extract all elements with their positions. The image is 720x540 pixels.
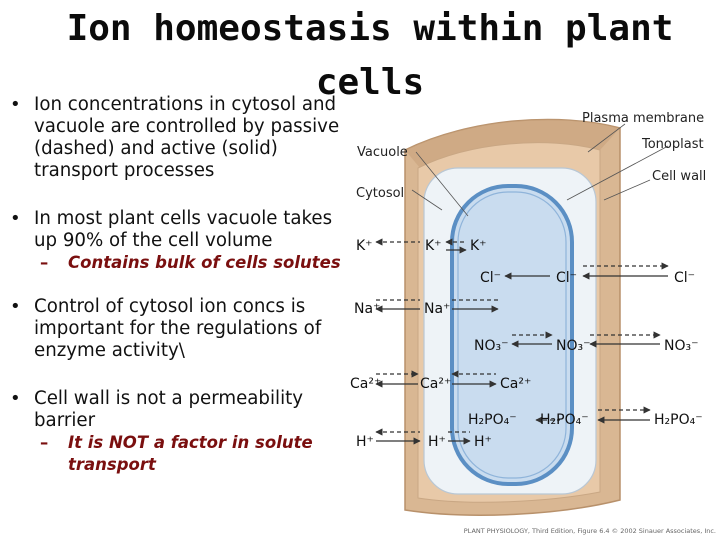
bullet-3: • Control of cytosol ion concs is import… [8, 296, 352, 362]
k-outside-label: K⁺ [356, 238, 373, 254]
ca-outside-label: Ca²⁺ [350, 376, 381, 392]
plasma-membrane-label: Plasma membrane [582, 111, 704, 126]
h2po4-outside-label: H₂PO₄⁻ [654, 412, 703, 428]
bullet-marker: • [10, 296, 21, 317]
h-vacuole-label: H⁺ [474, 434, 492, 450]
sub-bullet-text: It is NOT a factor in solute transport [68, 433, 313, 474]
slide-title: Ion homeostasis within plant cells [66, 8, 674, 103]
cytosol-label: Cytosol [356, 186, 404, 201]
bullet-2: • In most plant cells vacuole takes up 9… [8, 208, 354, 252]
cl-cytosol-label: Cl⁻ [556, 270, 577, 286]
vacuole-label: Vacuole [357, 145, 408, 160]
sub-bullet-2-1: – Contains bulk of cells solutes [32, 252, 353, 274]
bullet-text: Ion concentrations in cytosol and vacuol… [34, 94, 340, 181]
bullet-text: Control of cytosol ion concs is importan… [34, 296, 322, 361]
h-outside-label: H⁺ [356, 434, 374, 450]
cell-wall-label: Cell wall [652, 169, 706, 184]
sub-bullet-4-1: – It is NOT a factor in solute transport [32, 432, 348, 476]
bullet-marker: • [10, 388, 21, 409]
na-outside-label: Na⁺ [354, 301, 380, 317]
bullet-4: • Cell wall is not a permeability barrie… [8, 388, 334, 432]
k-vacuole-label: K⁺ [470, 238, 487, 254]
vacuole-leader [415, 151, 469, 217]
cell-wall-leader [603, 179, 651, 201]
ca-vacuole-label: Ca²⁺ [500, 376, 531, 392]
no3-outside-label: NO₃⁻ [664, 338, 699, 354]
bullet-list: • Ion concentrations in cytosol and vacu… [8, 94, 353, 476]
tonoplast-leader [566, 145, 669, 201]
bullet-marker: • [10, 94, 21, 115]
k-cytosol-label: K⁺ [425, 238, 442, 254]
ca-cytosol-label: Ca²⁺ [420, 376, 451, 392]
sub-bullet-marker: – [40, 253, 49, 272]
cl-outside-label: Cl⁻ [674, 270, 695, 286]
sub-bullet-marker: – [40, 433, 49, 452]
tonoplast-label: Tonoplast [641, 137, 704, 152]
figure-credit: PLANT PHYSIOLOGY, Third Edition, Figure … [464, 527, 716, 535]
h2po4-vacuole-label: H₂PO₄⁻ [468, 412, 517, 428]
h2po4-cytosol-label: H₂PO₄⁻ [540, 412, 589, 428]
bullet-marker: • [10, 208, 21, 229]
h-cytosol-label: H⁺ [428, 434, 446, 450]
no3-vacuole-label: NO₃⁻ [474, 338, 509, 354]
plasma-membrane-leader [587, 123, 626, 153]
bullet-text: In most plant cells vacuole takes up 90%… [34, 208, 333, 251]
cl-vacuole-label: Cl⁻ [480, 270, 501, 286]
na-cytosol-label: Na⁺ [424, 301, 450, 317]
cytosol-leader [411, 189, 443, 211]
bullet-1: • Ion concentrations in cytosol and vacu… [8, 94, 364, 182]
tonoplast-inner-line [457, 191, 567, 479]
sub-bullet-text: Contains bulk of cells solutes [68, 253, 341, 272]
no3-cytosol-label: NO₃⁻ [556, 338, 591, 354]
bullet-text: Cell wall is not a permeability barrier [34, 388, 304, 431]
